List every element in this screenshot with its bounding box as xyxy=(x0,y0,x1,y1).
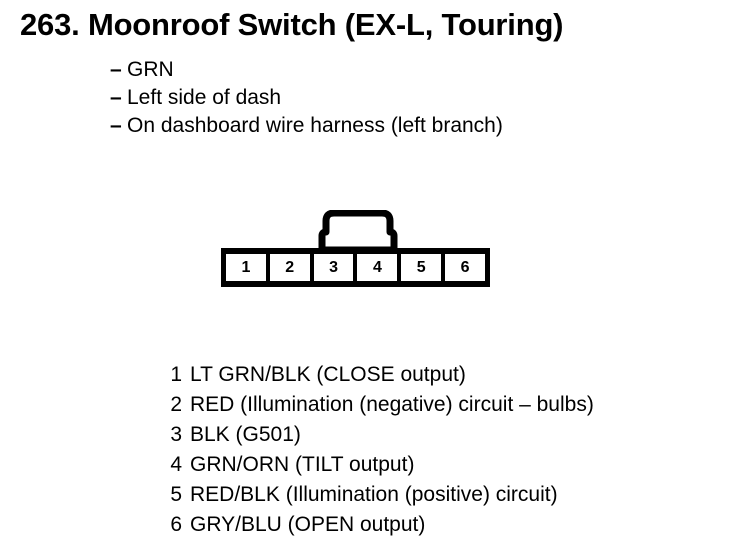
list-item: – On dashboard wire harness (left branch… xyxy=(110,112,710,140)
pin-number: 3 xyxy=(170,423,182,446)
connector-pin: 5 xyxy=(401,254,442,281)
location-item-label: GRN xyxy=(127,58,174,81)
connector-pin: 3 xyxy=(313,254,354,281)
list-item: 4 GRN/ORN (TILT output) xyxy=(160,450,720,480)
dash-bullet-icon: – xyxy=(110,58,122,81)
connector-pin: 1 xyxy=(226,254,266,281)
pin-legend-list: 1 LT GRN/BLK (CLOSE output) 2 RED (Illum… xyxy=(160,360,720,540)
connector-pin-row: 1 2 3 4 5 6 xyxy=(221,248,490,287)
list-item: 5 RED/BLK (Illumination (positive) circu… xyxy=(160,480,720,510)
list-item: – Left side of dash xyxy=(110,84,710,112)
location-list: – GRN – Left side of dash – On dashboard… xyxy=(110,56,710,140)
pin-description: GRY/BLU (OPEN output) xyxy=(190,513,426,536)
list-item: 3 BLK (G501) xyxy=(160,420,720,450)
connector-pin: 4 xyxy=(357,254,398,281)
pin-description: GRN/ORN (TILT output) xyxy=(190,453,415,476)
pin-description: LT GRN/BLK (CLOSE output) xyxy=(190,363,466,386)
location-item-label: On dashboard wire harness (left branch) xyxy=(127,114,503,137)
pin-number: 4 xyxy=(170,453,182,476)
pin-number: 2 xyxy=(170,393,182,416)
dash-bullet-icon: – xyxy=(110,86,122,109)
pin-description: RED/BLK (Illumination (positive) circuit… xyxy=(190,483,558,506)
pin-number: 1 xyxy=(170,363,182,386)
location-item-label: Left side of dash xyxy=(127,86,282,109)
pin-description: RED (Illumination (negative) circuit – b… xyxy=(190,393,594,416)
pin-number: 5 xyxy=(170,483,182,506)
connector-pin: 2 xyxy=(269,254,310,281)
list-item: 6 GRY/BLU (OPEN output) xyxy=(160,510,720,540)
pin-number: 6 xyxy=(170,513,182,536)
list-item: 1 LT GRN/BLK (CLOSE output) xyxy=(160,360,720,390)
list-item: – GRN xyxy=(110,56,710,84)
pin-description: BLK (G501) xyxy=(190,423,301,446)
connector-diagram: 1 2 3 4 5 6 xyxy=(220,210,495,288)
list-item: 2 RED (Illumination (negative) circuit –… xyxy=(160,390,720,420)
dash-bullet-icon: – xyxy=(110,114,122,137)
connector-latch-icon xyxy=(318,210,398,252)
connector-pin: 6 xyxy=(445,254,485,281)
page-title: 263. Moonroof Switch (EX-L, Touring) xyxy=(20,7,564,42)
